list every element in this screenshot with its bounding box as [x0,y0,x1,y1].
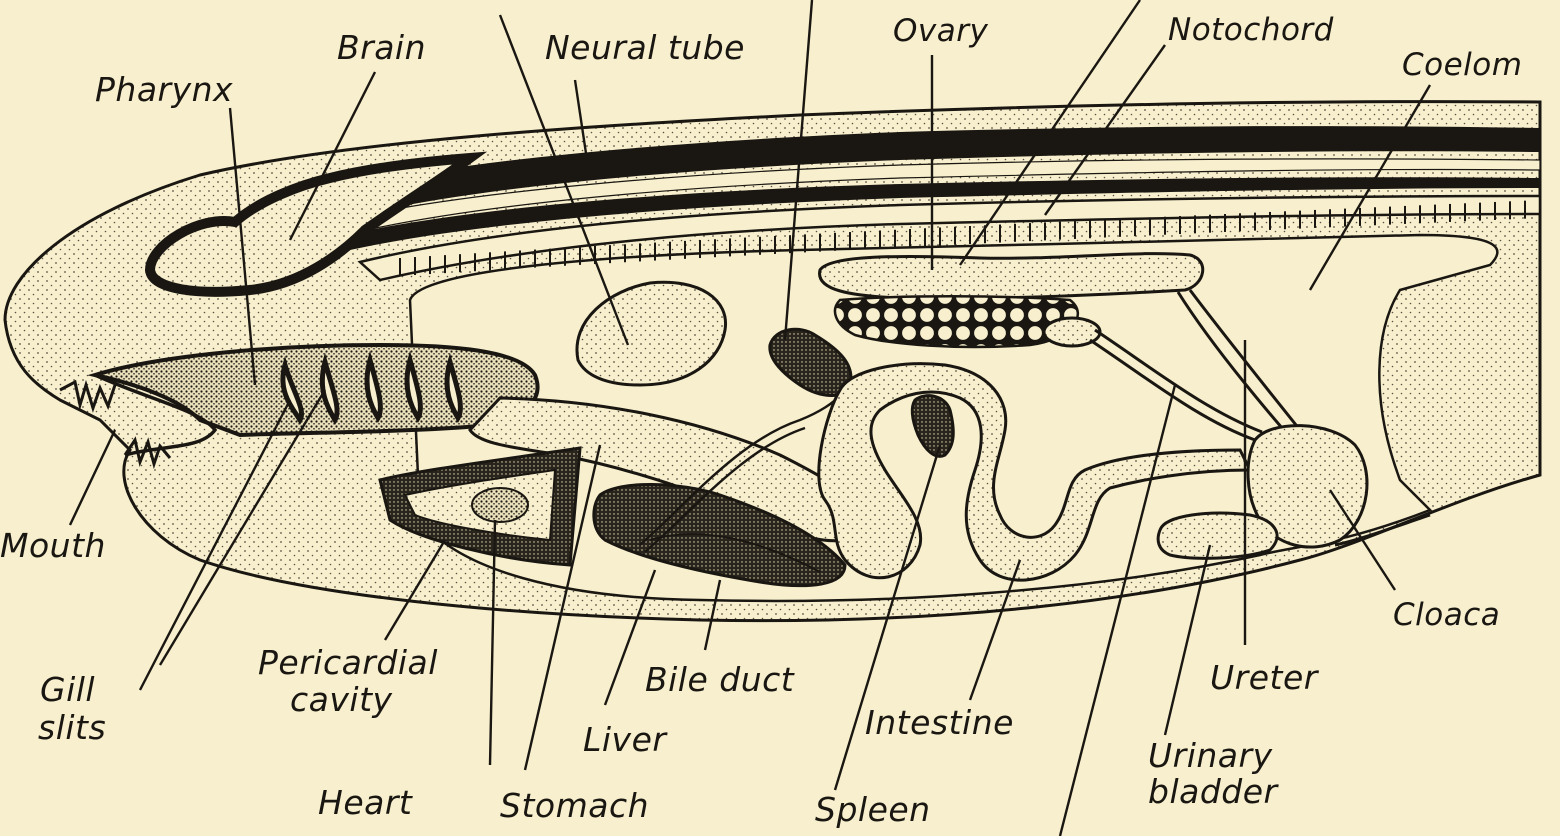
label-cloaca: Cloaca [1393,597,1501,633]
oviduct-funnel [1042,316,1263,442]
label-brain: Brain [337,28,427,67]
leader-lines [68,0,1432,836]
bile-duct-shape [639,394,842,573]
gill-slit [319,352,340,425]
label-pericardial-line1: Pericardial [258,643,438,682]
label-pericardial-line2: cavity [290,680,393,719]
label-urinary-line1: Urinary [1148,736,1273,775]
label-ureter: Ureter [1210,658,1318,697]
gill-slit [364,350,383,423]
label-pharynx: Pharynx [95,70,234,109]
gill-slit [444,352,463,423]
gill-slits-shape [280,350,463,425]
label-heart: Heart [318,783,413,822]
gill-slit [280,356,304,425]
cloaca-shape [1156,424,1431,560]
gill-slit [404,350,423,423]
label-gill-line1: Gill [40,670,96,709]
label-bile-duct: Bile duct [645,660,795,699]
ureter-shape [1176,289,1302,436]
mouth-jaws [59,373,218,470]
label-urinary-line2: bladder [1148,772,1278,811]
label-notochord: Notochord [1168,12,1334,48]
label-neural-tube: Neural tube [545,28,745,67]
brain-shape [144,151,488,297]
label-intestine: Intestine [865,703,1014,742]
label-coelom: Coelom [1402,47,1523,83]
label-mouth: Mouth [0,526,106,565]
label-ovary: Ovary [893,13,989,49]
label-stomach: Stomach [500,786,650,825]
ovary-shape [818,252,1205,349]
heart-shape [378,446,582,567]
label-gill-line2: slits [38,708,107,747]
label-liver: Liver [583,720,667,759]
notochord-shape [357,194,1542,282]
label-spleen: Spleen [815,790,931,829]
spleen-shape [768,327,955,458]
intestine-shape [817,362,1253,582]
